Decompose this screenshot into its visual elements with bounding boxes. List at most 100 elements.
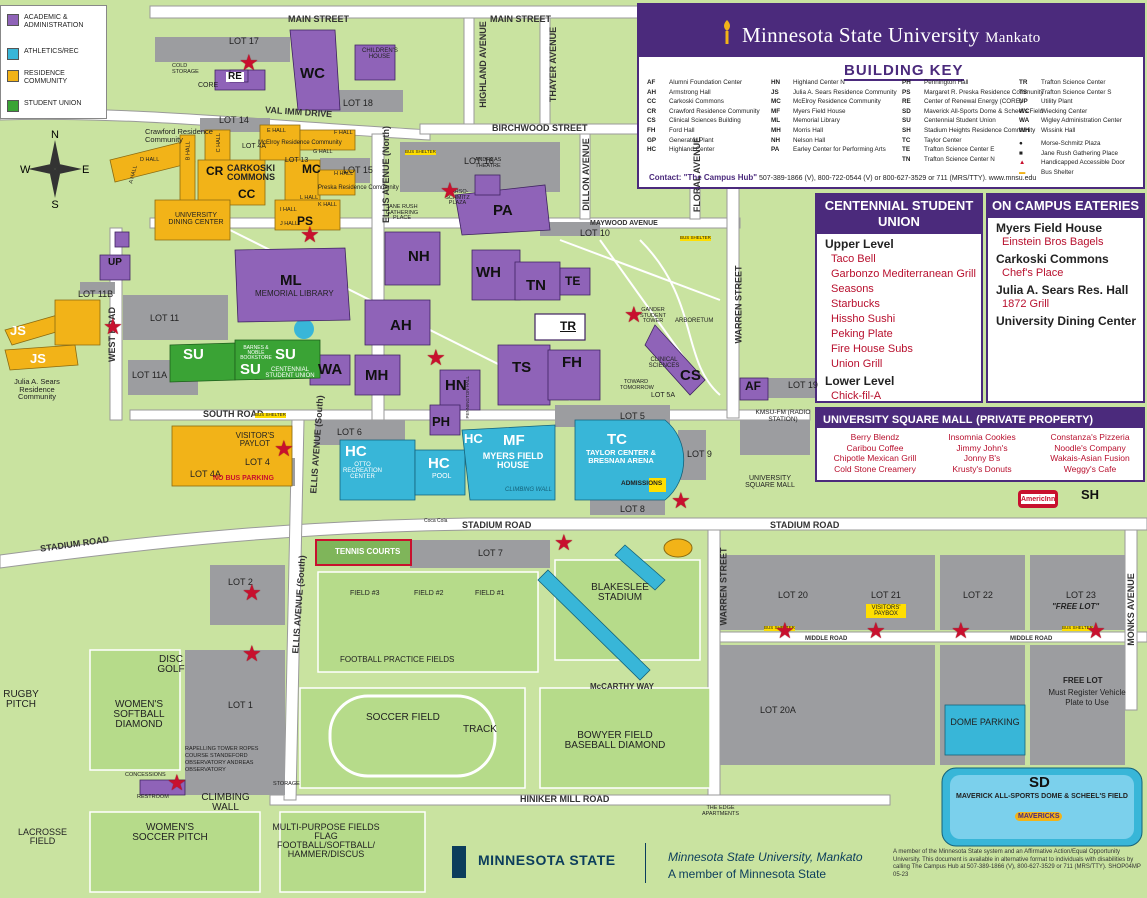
building-mc[interactable]: MC (302, 162, 321, 176)
lot-11[interactable]: LOT 11 (150, 313, 180, 323)
lot-10[interactable]: LOT 10 (580, 228, 610, 238)
lot-17[interactable]: LOT 17 (229, 36, 259, 46)
mall-store-item: Cold Stone Creamery (834, 463, 916, 474)
building-ph[interactable]: PH (432, 414, 451, 429)
mall-store-item: Weggy's Cafe (1063, 463, 1117, 474)
building-wc[interactable]: WC (300, 65, 325, 82)
building-nh[interactable]: NH (408, 248, 430, 265)
lot-21[interactable]: LOT 21 (871, 590, 901, 600)
key-code: SH (902, 126, 911, 134)
building-tn[interactable]: TN (526, 277, 546, 294)
building-mf[interactable]: MF (503, 432, 525, 449)
mall-title-text: UNIVERSITY SQUARE MALL (823, 414, 973, 426)
building-ps[interactable]: PS (297, 214, 314, 228)
lot-4[interactable]: LOT 4 (245, 457, 270, 467)
key-code: CC (647, 98, 657, 106)
building-mh[interactable]: MH (365, 367, 389, 384)
road-warren-north: WARREN STREET (733, 265, 744, 344)
star-marker-icon: ★ (775, 618, 795, 643)
key-code: CS (647, 117, 656, 125)
key-code: NH (771, 136, 781, 144)
lot-16[interactable]: LOT 16 (464, 156, 494, 166)
building-cc[interactable]: CC (238, 187, 256, 201)
lot-9[interactable]: LOT 9 (687, 449, 712, 459)
compass-n: N (51, 130, 59, 141)
lot-7[interactable]: LOT 7 (478, 548, 503, 558)
field-3-label: FIELD #3 (350, 590, 380, 597)
building-hn[interactable]: HN (445, 377, 467, 394)
bookstore-label: BARNES & NOBLE BOOKSTORE (240, 345, 272, 361)
lot-1[interactable]: LOT 1 (228, 700, 253, 710)
building-wa[interactable]: WA (318, 361, 343, 378)
compass-s: S (51, 199, 58, 208)
star-marker-icon: ★ (103, 314, 123, 339)
building-wh[interactable]: WH (476, 264, 501, 281)
lot-11b[interactable]: LOT 11B (78, 289, 114, 299)
lot-19[interactable]: LOT 19 (788, 380, 818, 390)
building-tc[interactable]: TC (607, 431, 627, 448)
lot-8[interactable]: LOT 8 (620, 504, 645, 514)
building-cr[interactable]: CR (206, 164, 224, 178)
key-code: FH (647, 126, 656, 134)
building-af[interactable]: AF (745, 379, 761, 393)
key-code: RE (902, 98, 911, 106)
lot-18[interactable]: LOT 18 (343, 98, 373, 108)
building-cs[interactable]: CS (680, 367, 701, 384)
admissions-label[interactable]: ADMISSIONS (621, 480, 663, 487)
lot-23[interactable]: LOT 23 (1066, 590, 1096, 600)
otto-label: OTTO RECREATION CENTER (343, 462, 382, 480)
lot-11a[interactable]: LOT 11A (132, 370, 168, 380)
lot-6[interactable]: LOT 6 (337, 427, 362, 437)
lot-20a[interactable]: LOT 20A (760, 705, 796, 715)
building-hc-3[interactable]: HC (464, 431, 483, 446)
lot-22[interactable]: LOT 22 (963, 590, 993, 600)
key-name: McElroy Residence Community (793, 98, 881, 106)
building-ml[interactable]: ML (280, 272, 302, 289)
building-up[interactable]: UP (108, 257, 122, 268)
field-1-label: FIELD #1 (475, 590, 505, 597)
legend-swatch (7, 100, 19, 112)
lot-4a-top[interactable]: LOT 4A (242, 143, 266, 150)
lot-5a[interactable]: LOT 5A (651, 392, 675, 399)
lot-15[interactable]: LOT 15 (343, 165, 373, 175)
building-tr[interactable]: TR (560, 319, 576, 333)
building-hc-2[interactable]: HC (428, 455, 450, 472)
building-fh[interactable]: FH (562, 354, 582, 371)
key-name: Margaret R. Preska Residence Community (924, 88, 1044, 96)
building-sd[interactable]: SD (1029, 774, 1050, 791)
building-su-3[interactable]: SU (275, 346, 296, 363)
eatery-item: Chef's Place (1002, 267, 1064, 279)
building-js-1[interactable]: JS (10, 323, 26, 338)
eateries-title: ON CAMPUS EATERIES (988, 195, 1143, 218)
building-ah[interactable]: AH (390, 317, 412, 334)
crawford-label: Crawford Residence Community (145, 127, 213, 144)
building-re[interactable]: RE (226, 71, 244, 82)
building-pa[interactable]: PA (493, 202, 513, 219)
building-ts[interactable]: TS (512, 359, 532, 376)
building-te[interactable]: TE (565, 274, 581, 288)
lot-5[interactable]: LOT 5 (620, 411, 645, 421)
building-hc-1[interactable]: HC (345, 443, 367, 460)
lot-4a[interactable]: LOT 4A (190, 469, 221, 479)
lot-14[interactable]: LOT 14 (219, 115, 249, 125)
building-su-2[interactable]: SU (240, 361, 261, 378)
building-js-2[interactable]: JS (30, 351, 46, 366)
lot-20[interactable]: LOT 20 (778, 590, 808, 600)
key-code: TE (902, 146, 911, 154)
hall-d: D HALL (140, 157, 160, 163)
building-su-1[interactable]: SU (183, 346, 204, 363)
bus-shelter-1: BUS SHELTER (405, 149, 436, 155)
lot-2[interactable]: LOT 2 (228, 577, 253, 587)
building-sh[interactable]: SH (1081, 487, 1100, 502)
americinn-sign: AmericInn (1021, 496, 1056, 503)
building-key-title: BUILDING KEY (844, 62, 964, 81)
lot-13[interactable]: LOT 13 (285, 157, 309, 164)
road-highland: HIGHLAND AVENUE (477, 21, 488, 108)
key-name: Crawford Residence Community (669, 107, 760, 115)
